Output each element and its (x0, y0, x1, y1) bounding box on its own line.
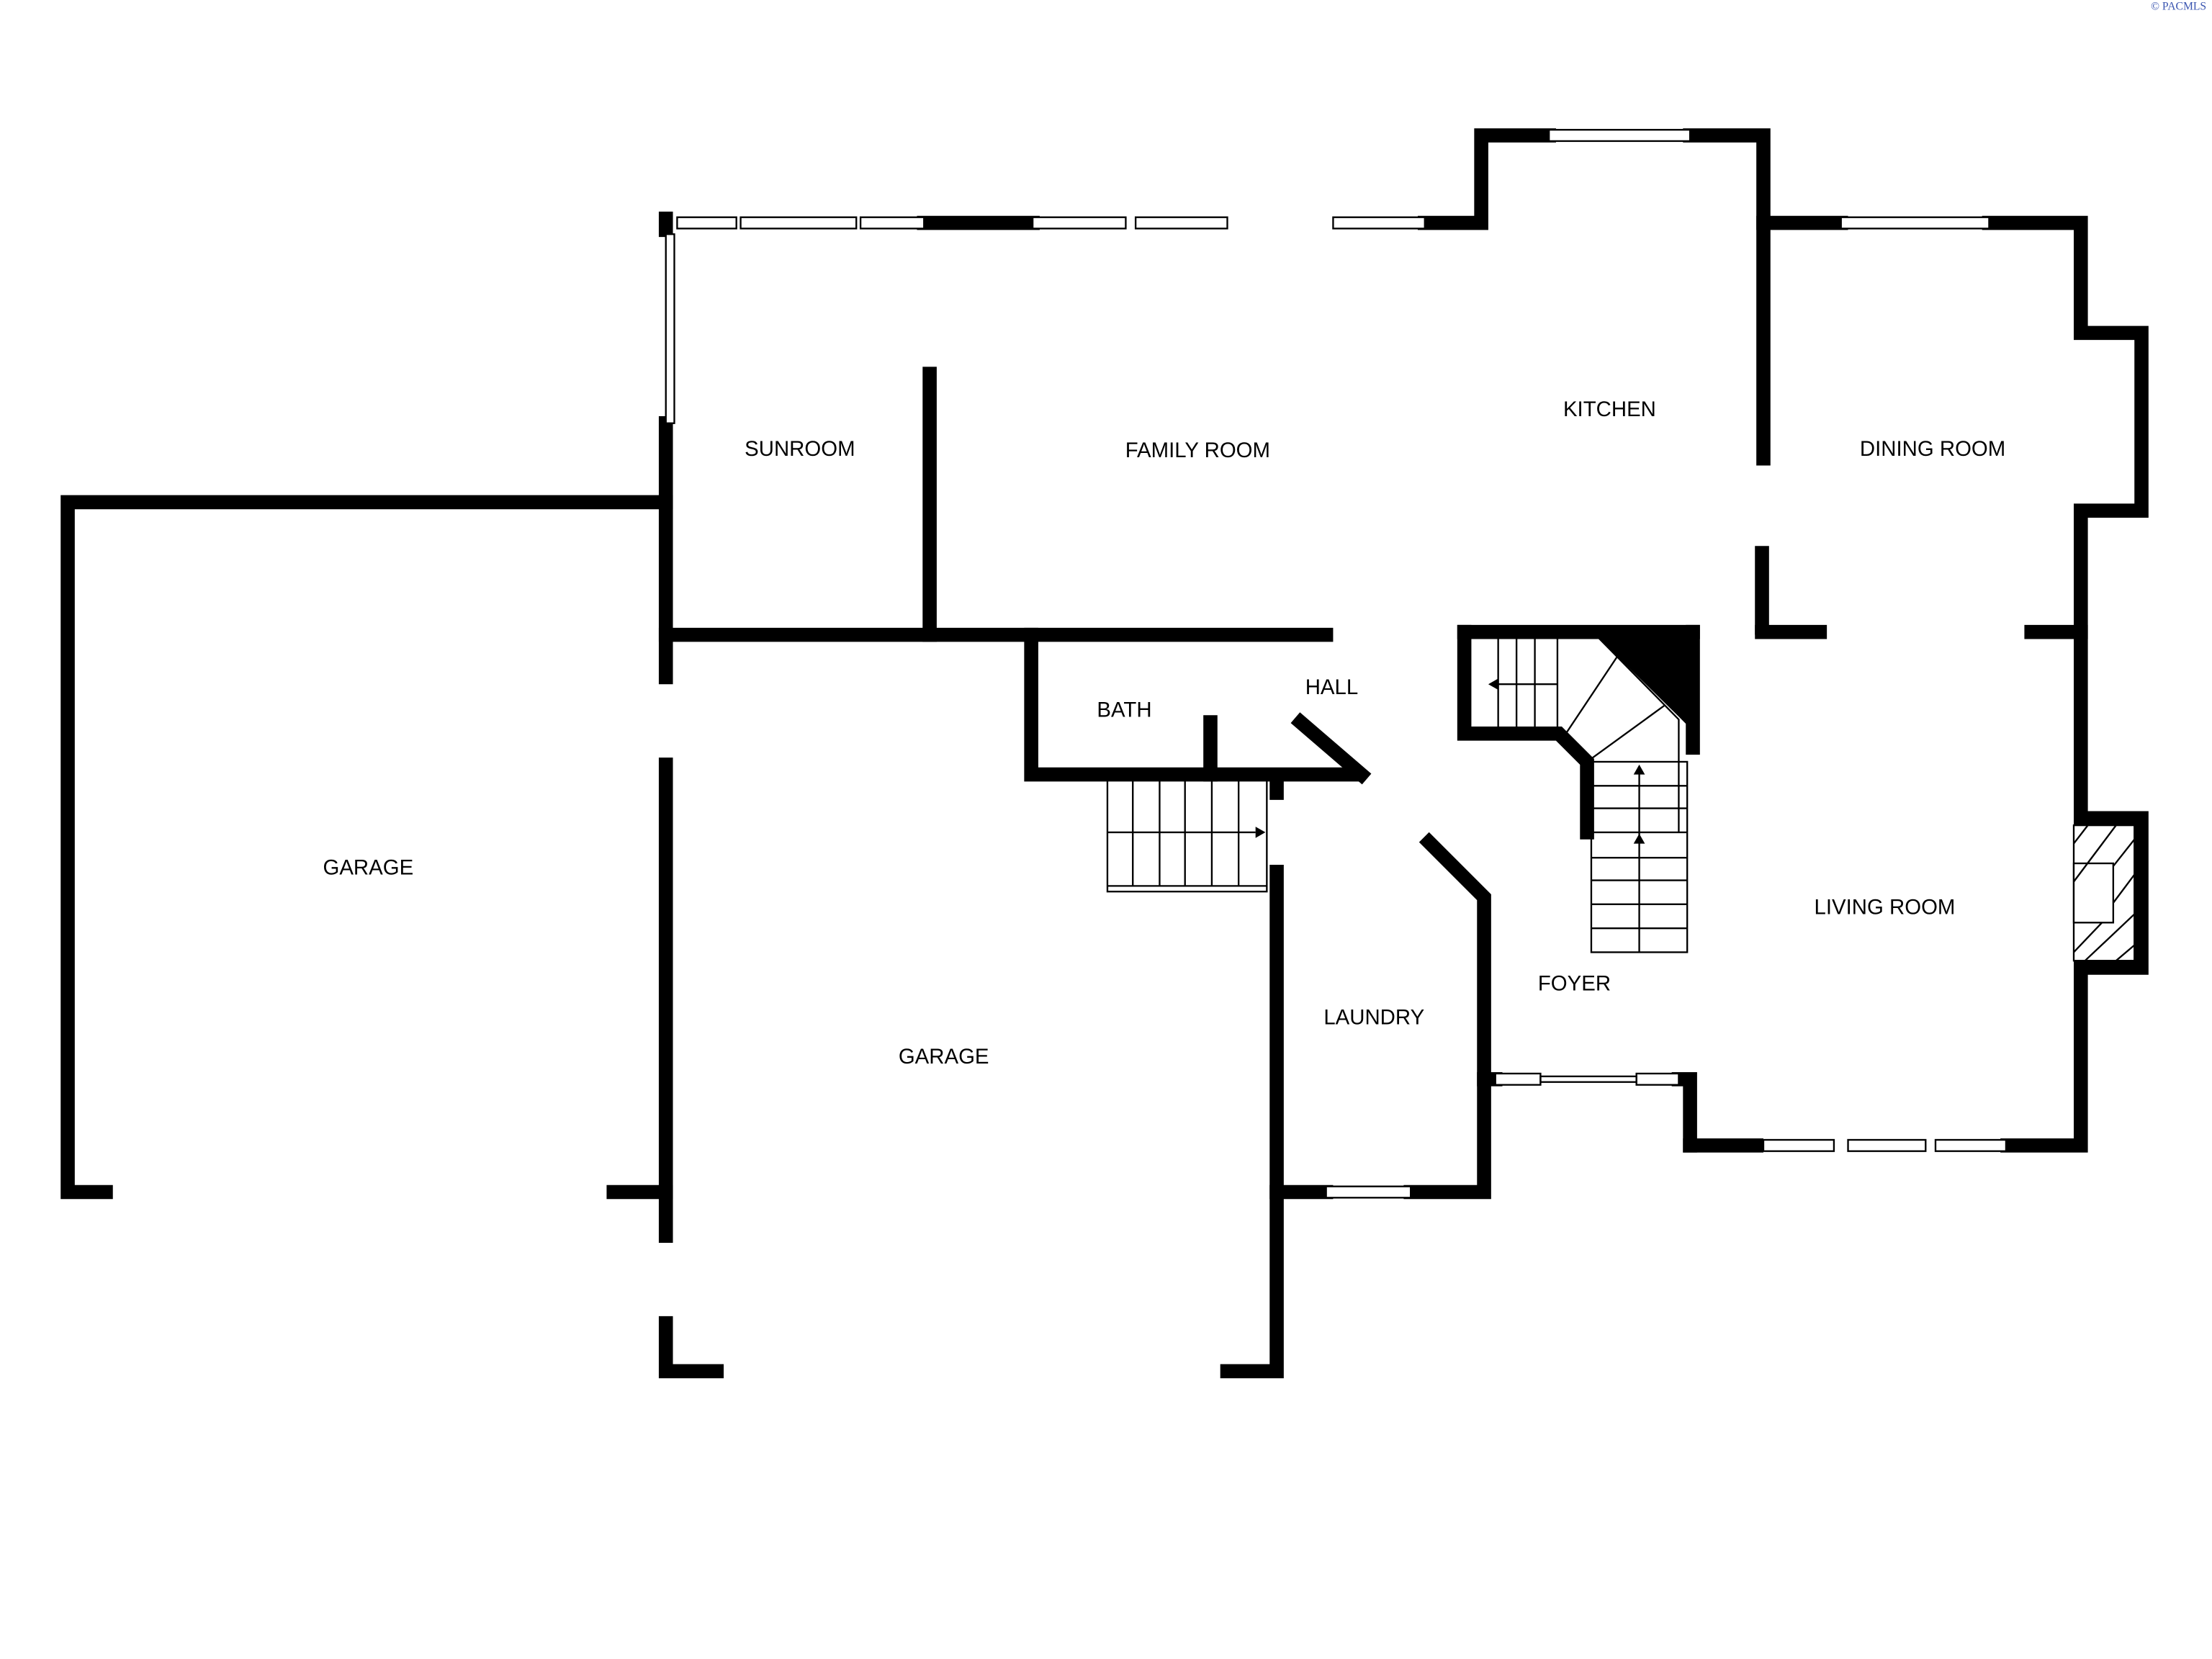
room-label-dining-room: DINING ROOM (1860, 437, 2005, 461)
windows (665, 129, 2008, 1199)
room-label-laundry: LAUNDRY (1323, 1005, 1424, 1029)
room-label-foyer: FOYER (1538, 971, 1611, 995)
room-label-family-room: FAMILY ROOM (1125, 439, 1270, 462)
stairs-garage (1106, 779, 1268, 893)
stairs-main (1469, 637, 1689, 953)
room-label-garage-left: GARAGE (323, 856, 413, 880)
room-label-bath: BATH (1097, 698, 1151, 721)
room-label-sunroom: SUNROOM (745, 437, 855, 461)
fireplace (2072, 824, 2136, 962)
room-label-kitchen: KITCHEN (1563, 397, 1656, 421)
room-label-garage-center: GARAGE (899, 1045, 989, 1069)
walls (60, 128, 2149, 1379)
watermark: © PACMLS (2151, 1, 2206, 13)
room-label-hall: HALL (1305, 675, 1358, 699)
room-label-living-room: LIVING ROOM (1815, 896, 1956, 920)
